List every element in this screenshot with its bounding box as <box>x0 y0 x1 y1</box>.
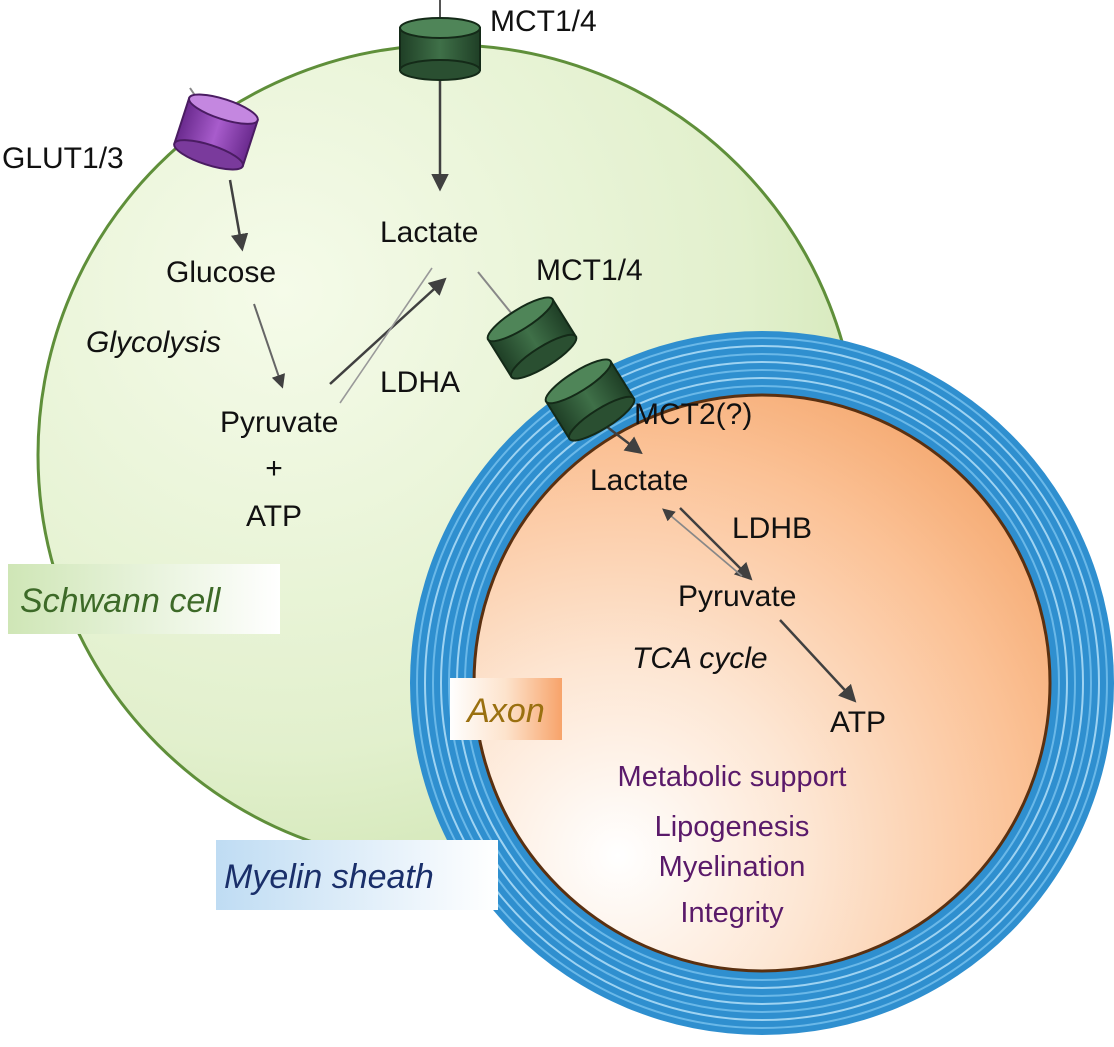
schwann-lactate-label: Lactate <box>380 216 478 249</box>
schwann-atp-label: ATP <box>246 500 302 533</box>
outcome-item: Myelination <box>659 851 806 883</box>
myelin-sheath-label: Myelin sheath <box>224 858 434 896</box>
axon-atp-label: ATP <box>830 706 886 739</box>
outcome-item: Integrity <box>680 897 784 929</box>
axon-label: Axon <box>465 692 545 730</box>
axon-lactate-label: Lactate <box>590 464 688 497</box>
glut-transporter-icon <box>173 93 259 171</box>
outcome-item: Metabolic support <box>618 761 847 793</box>
ldhb-label: LDHB <box>732 512 812 545</box>
axon-pyruvate-label: Pyruvate <box>678 580 796 613</box>
mct-top-transporter-icon <box>399 17 481 81</box>
schwann-glucose-label: Glucose <box>166 256 276 289</box>
axon-label-box <box>450 678 562 740</box>
tca-cycle-label: TCA cycle <box>632 642 768 675</box>
schwann-pyruvate-label: Pyruvate <box>220 406 338 439</box>
glut-label: GLUT1/3 <box>2 142 124 175</box>
outcome-item: Lipogenesis <box>655 811 810 843</box>
pathway-arrows <box>228 80 857 703</box>
mct-mid-label: MCT1/4 <box>536 254 643 287</box>
mct2-transporter-icon <box>544 358 636 442</box>
glycolysis-label: Glycolysis <box>86 326 221 359</box>
mct2-label: MCT2(?) <box>634 398 752 431</box>
myelin-label-box <box>216 840 498 910</box>
plus-label: + <box>265 452 283 485</box>
mct-top-label: MCT1/4 <box>490 5 597 38</box>
ldha-label: LDHA <box>380 366 460 399</box>
mct-mid-transporter-icon <box>486 296 578 380</box>
schwann-label-box <box>8 564 280 634</box>
schwann-cell-label: Schwann cell <box>20 582 222 620</box>
